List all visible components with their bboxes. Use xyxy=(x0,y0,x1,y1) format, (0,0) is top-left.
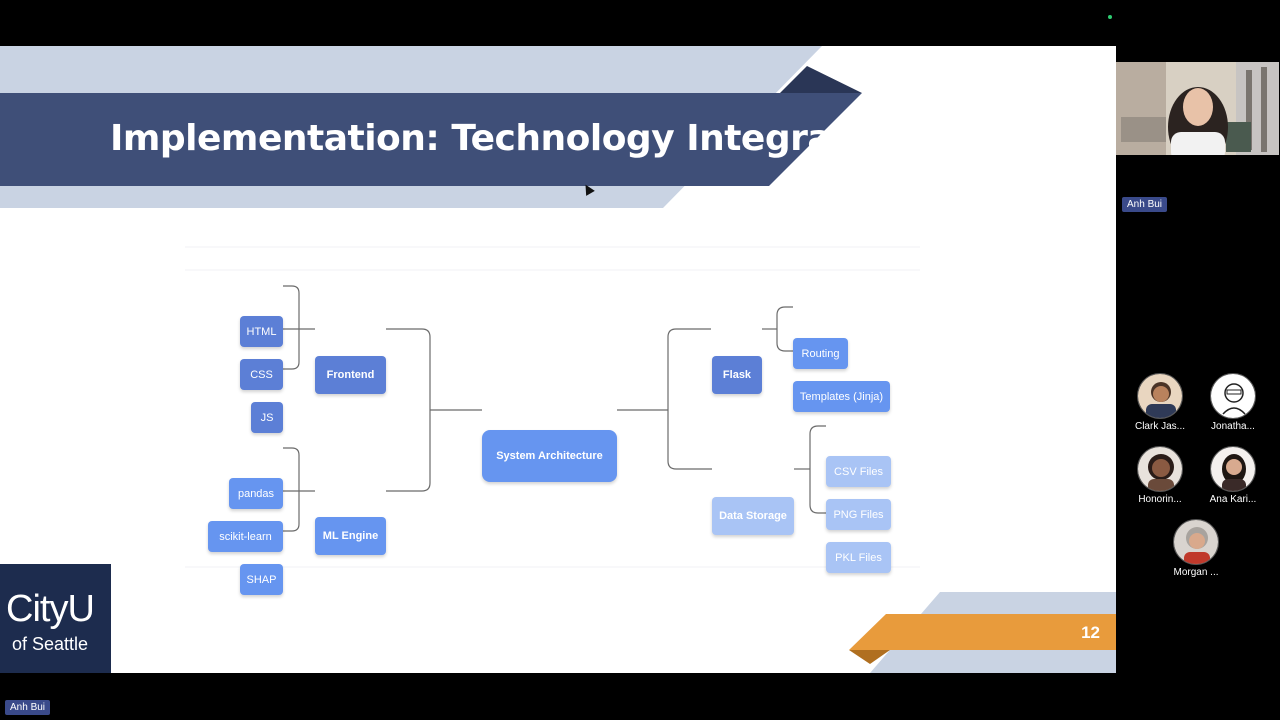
slide-page-number: 12 xyxy=(1081,623,1100,642)
avatar xyxy=(1173,519,1219,565)
participant-name: Ana Kari... xyxy=(1209,494,1257,505)
orange-band xyxy=(849,614,1116,650)
architecture-diagram: HTML CSS JS Frontend pandas scikit-learn… xyxy=(180,242,925,595)
node-js: JS xyxy=(251,402,283,433)
participant-tile[interactable]: Jonatha... xyxy=(1203,373,1263,432)
node-ml-engine: ML Engine xyxy=(315,517,386,555)
node-shap: SHAP xyxy=(240,564,283,595)
title-band xyxy=(0,93,862,186)
slide-bands xyxy=(0,46,1116,673)
node-html: HTML xyxy=(240,316,283,347)
node-frontend: Frontend xyxy=(315,356,386,394)
avatar xyxy=(1210,446,1256,492)
avatar xyxy=(1210,373,1256,419)
participant-name: Jonatha... xyxy=(1211,421,1255,432)
shared-slide: Implementation: Technology Integration xyxy=(0,46,1116,673)
node-png-files: PNG Files xyxy=(826,499,891,530)
participant-name: Clark Jas... xyxy=(1134,421,1185,432)
cityu-logo: CityU of Seattle xyxy=(0,564,111,673)
participant-tile[interactable]: Morgan ... xyxy=(1166,519,1226,578)
node-csv-files: CSV Files xyxy=(826,456,891,487)
avatar xyxy=(1137,373,1183,419)
speaker-name-tag: Anh Bui xyxy=(1122,197,1168,212)
participant-name: Morgan ... xyxy=(1173,567,1219,578)
status-dot xyxy=(1108,15,1112,19)
title-band-fold xyxy=(780,66,862,93)
node-css: CSS xyxy=(240,359,283,390)
node-flask: Flask xyxy=(712,356,762,394)
participant-tile[interactable]: Honorin... xyxy=(1130,446,1190,505)
speaker-video-feed xyxy=(1116,62,1279,155)
presenter-name-tag: Anh Bui xyxy=(5,700,51,715)
node-pandas: pandas xyxy=(229,478,283,509)
avatar xyxy=(1137,446,1183,492)
node-templates-jinja: Templates (Jinja) xyxy=(793,381,890,412)
orange-band-fold xyxy=(849,650,890,664)
participant-name: Honorin... xyxy=(1138,494,1182,505)
node-scikit-learn: scikit-learn xyxy=(208,521,283,552)
speaker-video-tile[interactable] xyxy=(1116,62,1279,155)
slide-title: Implementation: Technology Integration xyxy=(110,118,910,159)
logo-text-sub: of Seattle xyxy=(12,634,89,654)
node-routing: Routing xyxy=(793,338,848,369)
logo-text-main: CityU xyxy=(6,588,95,630)
node-system-architecture: System Architecture xyxy=(482,430,617,482)
node-pkl-files: PKL Files xyxy=(826,542,891,573)
node-data-storage: Data Storage xyxy=(712,497,794,535)
participant-tile[interactable]: Clark Jas... xyxy=(1130,373,1190,432)
diagram-connectors xyxy=(185,246,920,568)
participant-tile[interactable]: Ana Kari... xyxy=(1203,446,1263,505)
